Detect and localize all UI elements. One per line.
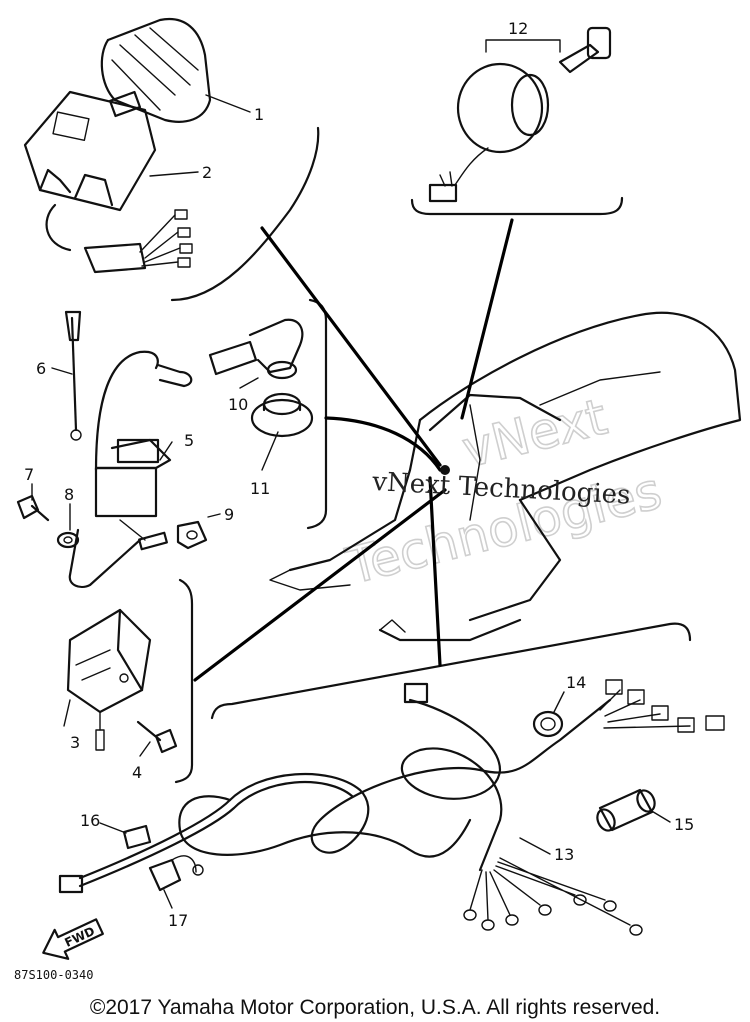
part-3-cdi-unit bbox=[66, 608, 152, 751]
callout-7: 7 bbox=[24, 465, 34, 484]
part-7-bolt bbox=[16, 494, 50, 522]
part-5-ignition-coil bbox=[68, 350, 193, 589]
callout-15: 15 bbox=[674, 815, 694, 834]
callout-3: 3 bbox=[70, 733, 80, 752]
part-2-switch-housing bbox=[23, 90, 193, 274]
callout-11: 11 bbox=[250, 479, 270, 498]
part-6-lead-wire bbox=[64, 310, 82, 441]
snowmobile-body bbox=[269, 311, 742, 642]
leader-lines bbox=[193, 218, 514, 682]
group-brackets bbox=[170, 126, 692, 784]
callout-4: 4 bbox=[132, 763, 142, 782]
part-11-cap bbox=[250, 392, 314, 438]
callout-2: 2 bbox=[202, 163, 212, 182]
callout-17: 17 bbox=[168, 911, 188, 930]
callout-1: 1 bbox=[254, 105, 264, 124]
part-17-clamp bbox=[148, 855, 204, 892]
callout-leaders bbox=[31, 39, 671, 909]
copyright-notice: ©2017 Yamaha Motor Corporation, U.S.A. A… bbox=[89, 996, 661, 1019]
part-10-plug-cap bbox=[208, 318, 304, 380]
callout-9: 9 bbox=[224, 505, 234, 524]
callout-8: 8 bbox=[64, 485, 74, 504]
part-13-wire-harness bbox=[58, 679, 725, 936]
callout-6: 6 bbox=[36, 359, 46, 378]
callout-5: 5 bbox=[184, 431, 194, 450]
callout-10: 10 bbox=[228, 395, 248, 414]
part-9-nut bbox=[176, 520, 208, 550]
callout-16: 16 bbox=[80, 811, 100, 830]
ghost-watermark-line1: vNext bbox=[457, 388, 613, 480]
callout-labels: 1 2 3 4 5 6 7 8 9 10 11 12 13 14 15 16 1… bbox=[24, 19, 694, 930]
part-14-grommet bbox=[532, 710, 564, 738]
part-4-bolt bbox=[136, 720, 178, 754]
diagram-code: 87S100-0340 bbox=[14, 968, 94, 982]
callout-13: 13 bbox=[554, 845, 574, 864]
part-12-main-switch bbox=[428, 26, 612, 203]
fwd-arrow: FWD bbox=[42, 918, 104, 960]
callout-14: 14 bbox=[566, 673, 586, 692]
part-16-sleeve bbox=[122, 824, 152, 850]
part-15-sleeve bbox=[596, 788, 656, 832]
part-1-grip bbox=[100, 17, 212, 123]
part-8-washer bbox=[56, 531, 80, 549]
callout-12: 12 bbox=[508, 19, 528, 38]
